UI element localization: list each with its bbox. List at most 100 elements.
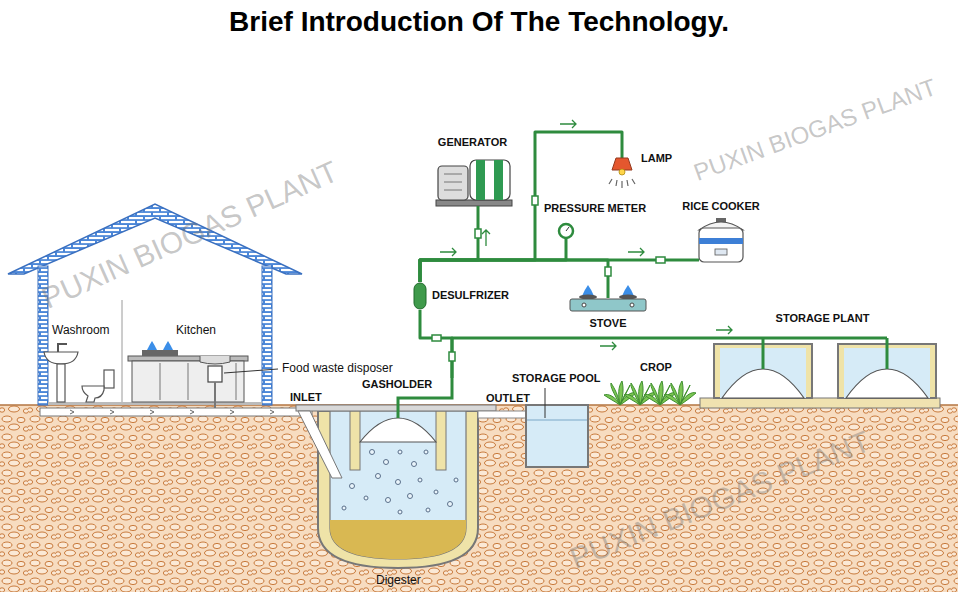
storage-tanks — [705, 337, 887, 340]
house — [122, 300, 123, 404]
generator-figure — [436, 200, 512, 206]
lamp-figure — [609, 179, 635, 188]
washroom-fixtures — [58, 344, 67, 352]
inlet-channel — [40, 408, 312, 416]
rice-cooker-figure — [699, 228, 743, 262]
storage-tanks — [700, 338, 940, 408]
digester-pit — [398, 510, 402, 514]
flow-arrow — [440, 120, 732, 350]
rice-cooker-figure — [699, 238, 743, 244]
kitchen-fixtures — [163, 341, 173, 350]
kitchen-fixtures — [214, 382, 216, 408]
pressure-gauge-figure — [559, 224, 573, 245]
house — [262, 266, 272, 405]
kitchen-fixtures — [188, 363, 189, 400]
digester-pit — [398, 450, 402, 454]
valve — [656, 257, 665, 263]
kitchen-fixtures — [160, 363, 161, 400]
valve — [432, 335, 441, 341]
digester-pit — [350, 484, 355, 489]
outlet-and-pool — [526, 405, 588, 467]
kitchen-fixtures — [142, 350, 178, 356]
washroom-fixtures — [44, 352, 78, 364]
digester-pit — [376, 474, 381, 479]
soil-ground — [0, 405, 958, 592]
kitchen-fixtures — [224, 369, 278, 373]
digester-pit — [298, 411, 342, 478]
part-name: INLET — [290, 390, 322, 404]
part-name: STORAGE POOL — [512, 371, 600, 385]
digester-pit — [370, 450, 375, 455]
component-label: DESULFRIZER — [432, 289, 509, 302]
washroom-fixtures — [104, 370, 114, 388]
component-label: STOVE — [589, 317, 626, 330]
kitchen-fixtures — [200, 356, 230, 364]
stove-figure — [582, 285, 594, 296]
valve — [449, 352, 455, 361]
outlet-and-pool — [478, 388, 588, 467]
generator-figure — [470, 160, 510, 200]
kitchen-fixtures — [208, 366, 222, 382]
generator-figure — [444, 174, 462, 175]
crop-plants — [664, 381, 696, 405]
stove-figure — [570, 284, 646, 311]
part-name: Food waste disposer — [282, 361, 393, 375]
outlet-and-pool — [527, 420, 587, 421]
digester-pit — [330, 411, 466, 559]
storage-plant: STORAGE PLANT — [705, 312, 940, 410]
component-label: PRESSURE METER — [544, 202, 646, 215]
gasholder-dome: GASHOLDER — [340, 378, 460, 444]
digester-pit — [364, 496, 368, 500]
kitchen-fixtures — [236, 363, 237, 400]
pressure-gauge-figure — [566, 227, 569, 231]
part-name: OUTLET — [486, 391, 530, 405]
digester-pit — [350, 411, 360, 470]
rice-cooker-figure — [676, 218, 743, 262]
lamp-figure — [621, 150, 624, 158]
rice-cooker-figure — [715, 249, 727, 255]
kitchen-fixtures — [132, 361, 244, 402]
desulfrizer-unit: DESULFRIZER — [410, 282, 516, 310]
generator-unit: GENERATOR — [425, 136, 520, 214]
storage-tanks — [722, 369, 804, 398]
stove-figure — [622, 285, 634, 296]
generator-figure — [444, 182, 462, 183]
lamp-figure — [612, 158, 632, 170]
digester-pit — [418, 478, 422, 482]
outlet-and-pool — [478, 411, 526, 418]
digester-pit — [342, 450, 458, 515]
flow-arrow — [628, 248, 644, 256]
generator-figure — [494, 160, 503, 200]
kitchen-fixtures — [147, 341, 157, 350]
valve — [605, 267, 611, 276]
flow-arrow — [560, 120, 576, 128]
pressure-meter: PRESSURE METER — [540, 202, 652, 245]
storage-tanks — [846, 369, 928, 398]
storage-tanks — [762, 338, 765, 369]
component-label: RICE COOKER — [682, 200, 760, 213]
digester-pit — [436, 411, 446, 470]
gas-pipe — [420, 260, 608, 284]
digester-pit — [424, 450, 428, 454]
inlet-channel — [70, 410, 274, 414]
flow-arrow — [716, 326, 732, 334]
digester-pit — [296, 405, 496, 411]
watermark: PUXIN BIOGAS PLANT — [38, 156, 343, 314]
stove-figure — [570, 299, 646, 311]
valve — [532, 196, 538, 205]
digester-pit — [434, 490, 438, 494]
storage-tanks — [886, 338, 889, 369]
diagram-title: Brief Introduction Of The Technology. — [0, 6, 958, 38]
room-name: Washroom — [52, 323, 110, 337]
digester-pit — [408, 494, 413, 499]
storage-tanks — [700, 398, 940, 408]
generator-figure — [436, 160, 512, 214]
component-label: GENERATOR — [438, 136, 507, 149]
lamp-figure — [609, 150, 635, 188]
watermark: PUXIN BIOGAS PLANT — [691, 75, 940, 185]
gas-pipe — [420, 310, 452, 378]
lamp-figure — [619, 169, 625, 175]
stove-figure — [630, 303, 634, 307]
flow-arrow — [440, 248, 456, 256]
